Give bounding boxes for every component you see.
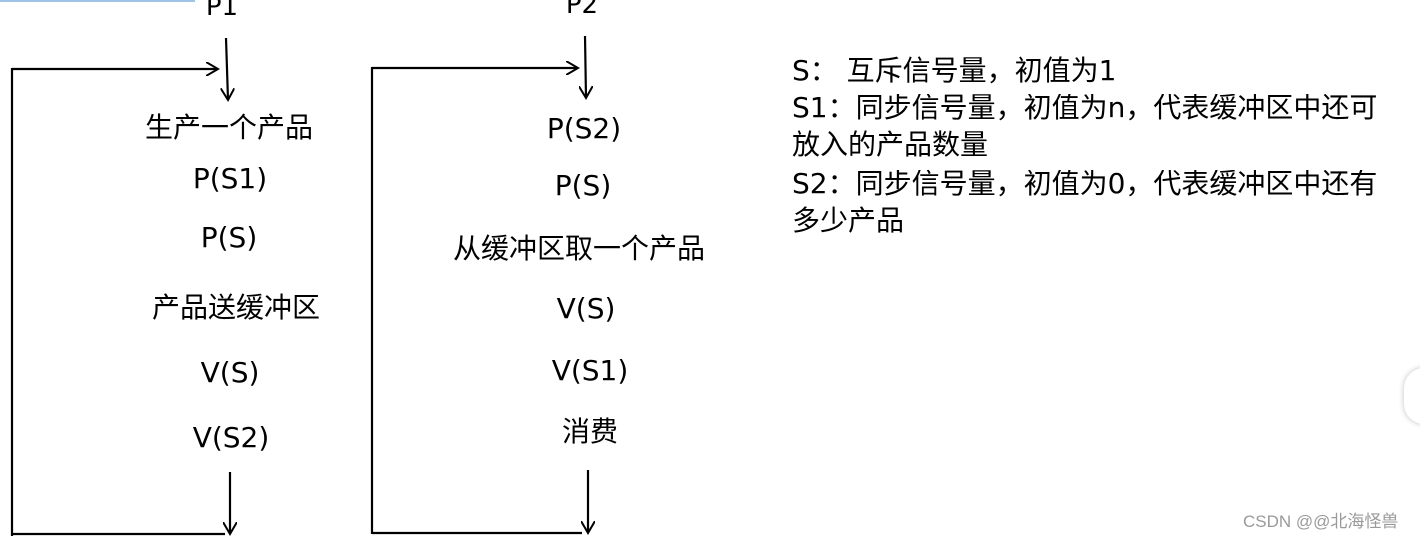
watermark: CSDN @@北海怪兽 bbox=[1243, 512, 1399, 531]
p2-step-take-buffer: 从缓冲区取一个产品 bbox=[452, 232, 706, 265]
p1-entry-arrow bbox=[226, 37, 228, 100]
p2-step-p-s: P(S) bbox=[554, 169, 612, 202]
p1-step-v-s2: V(S2) bbox=[192, 421, 270, 454]
p2-step-consume: 消费 bbox=[561, 415, 619, 448]
p2-label: P2 bbox=[565, 0, 599, 20]
p1-label: P1 bbox=[205, 0, 239, 22]
legend-s2-cont: 多少产品 bbox=[792, 204, 905, 237]
p1-step-produce: 生产一个产品 bbox=[144, 111, 314, 144]
scroll-handle[interactable] bbox=[1404, 368, 1420, 424]
p2-step-v-s1: V(S1) bbox=[551, 354, 629, 387]
p2-entry-arrow bbox=[585, 35, 586, 98]
p1-step-put-buffer: 产品送缓冲区 bbox=[151, 291, 321, 324]
p1-step-p-s1: P(S1) bbox=[192, 162, 268, 195]
p1-step-v-s: V(S) bbox=[200, 356, 260, 389]
legend-s1: S1：同步信号量，初值为n，代表缓冲区中还可 bbox=[792, 94, 1378, 122]
p2-step-v-s: V(S) bbox=[556, 292, 616, 325]
legend-s: S： 互斥信号量，初值为1 bbox=[792, 54, 1117, 87]
p2-step-p-s2: P(S2) bbox=[546, 112, 622, 145]
legend-s2: S2：同步信号量，初值为0，代表缓冲区中还有 bbox=[792, 170, 1378, 198]
legend-s1-cont: 放入的产品数量 bbox=[792, 128, 989, 161]
top-edge-fragment bbox=[0, 0, 195, 2]
p1-step-p-s: P(S) bbox=[200, 221, 258, 254]
